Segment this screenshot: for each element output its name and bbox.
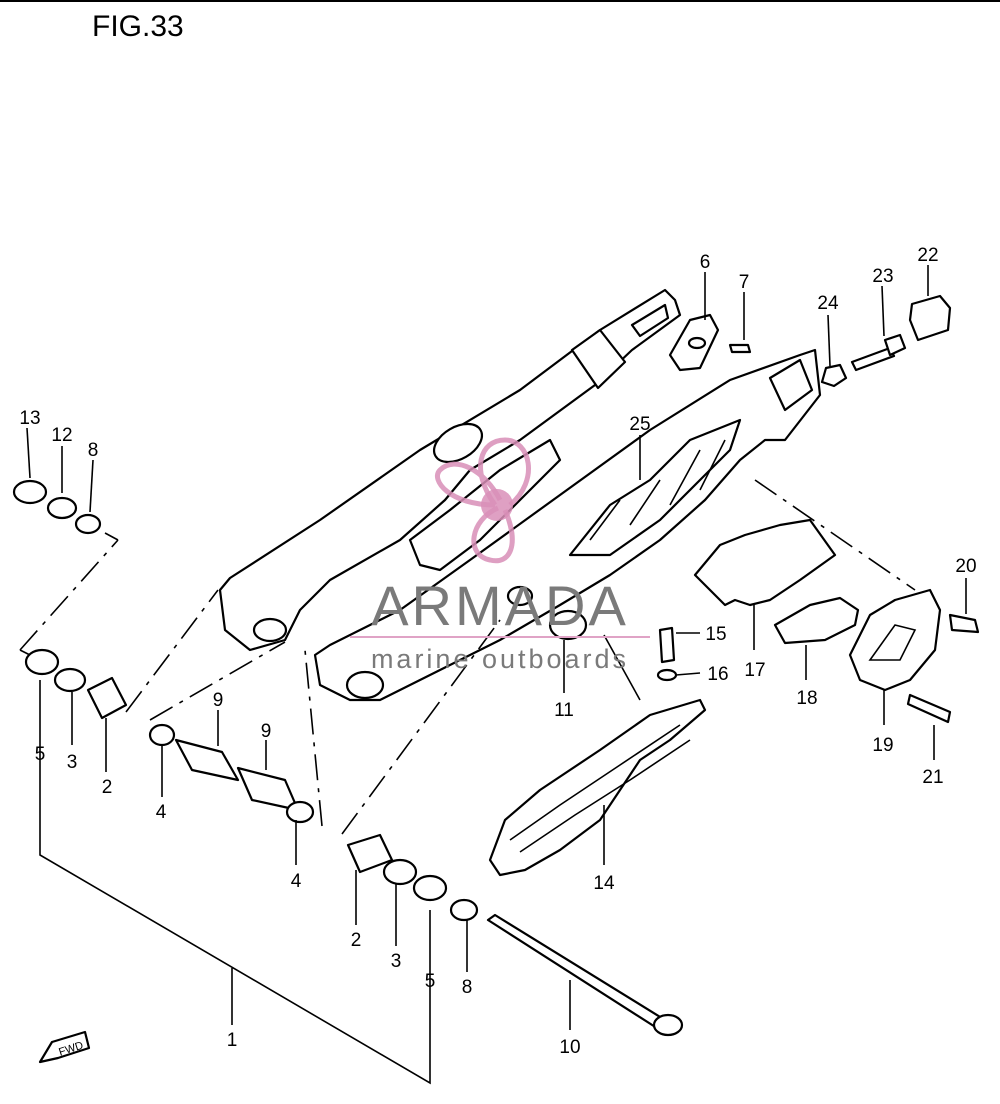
armada-watermark: ARMADA marine outboards bbox=[350, 437, 650, 674]
figure-title: FIG.33 bbox=[92, 10, 184, 43]
callout-24: 24 bbox=[817, 293, 839, 314]
callout-19: 19 bbox=[872, 735, 893, 756]
callout-20: 20 bbox=[955, 556, 976, 577]
swingarm-drawing bbox=[12, 288, 980, 1064]
callout-22: 22 bbox=[917, 245, 938, 266]
leader-lines bbox=[19, 265, 967, 1085]
callout-12: 12 bbox=[51, 425, 72, 446]
callout-4-right: 4 bbox=[291, 871, 302, 892]
callout-13: 13 bbox=[19, 408, 40, 429]
callout-17: 17 bbox=[744, 660, 765, 681]
callout-21: 21 bbox=[922, 767, 943, 788]
callout-4-left: 4 bbox=[156, 802, 167, 823]
propeller-logo-icon bbox=[435, 437, 531, 564]
watermark-tagline: marine outboards bbox=[371, 644, 629, 674]
callout-10: 10 bbox=[559, 1037, 580, 1058]
callout-25: 25 bbox=[629, 414, 650, 435]
callout-5-right: 5 bbox=[425, 971, 436, 992]
callout-14: 14 bbox=[593, 873, 615, 894]
callout-labels: 1 2 2 3 3 4 4 5 5 6 7 8 8 9 9 10 11 12 1… bbox=[19, 245, 976, 1058]
callout-8-right: 8 bbox=[462, 977, 473, 998]
callout-2-left: 2 bbox=[102, 777, 113, 798]
callout-9-left: 9 bbox=[213, 690, 224, 711]
callout-3-right: 3 bbox=[391, 951, 402, 972]
watermark-brand: ARMADA bbox=[371, 574, 629, 637]
callout-6: 6 bbox=[700, 252, 711, 273]
callout-18: 18 bbox=[796, 688, 817, 709]
callout-9-right: 9 bbox=[261, 721, 272, 742]
callout-23: 23 bbox=[872, 266, 893, 287]
callout-7: 7 bbox=[739, 272, 750, 293]
callout-15: 15 bbox=[705, 624, 726, 645]
callout-3-left: 3 bbox=[67, 752, 78, 773]
callout-8-left: 8 bbox=[88, 440, 99, 461]
callout-2-right: 2 bbox=[351, 930, 362, 951]
callout-11: 11 bbox=[554, 700, 574, 721]
callout-16: 16 bbox=[707, 664, 728, 685]
callout-1: 1 bbox=[227, 1030, 238, 1051]
callout-5-left: 5 bbox=[35, 744, 46, 765]
